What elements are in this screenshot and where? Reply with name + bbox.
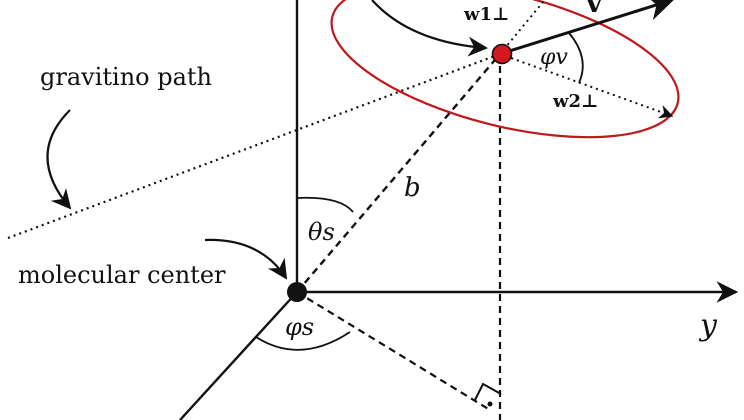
arrow-to-point bbox=[371, 0, 488, 57]
w2-perp-vector bbox=[499, 53, 674, 119]
right-angle-marker bbox=[474, 382, 502, 407]
phi-s-arc bbox=[255, 331, 351, 351]
w2-perp-label: w2⊥ bbox=[552, 91, 598, 112]
xy-projection-dashed bbox=[296, 291, 491, 411]
w1-perp-label: w1⊥ bbox=[463, 4, 509, 25]
gravitino-path-label: gravitino path bbox=[40, 63, 212, 91]
phi-v-label: φv bbox=[540, 45, 568, 70]
phi-v-arc bbox=[568, 32, 584, 84]
orbit-ellipse bbox=[330, 0, 680, 139]
gravitino-position-point bbox=[491, 43, 513, 65]
w1-perp-vector bbox=[499, 0, 546, 55]
molecular-center-point bbox=[287, 282, 307, 302]
molecular-center-label: molecular center bbox=[18, 261, 226, 289]
x-axis bbox=[179, 291, 298, 420]
theta-s-arc bbox=[296, 196, 354, 213]
arrow-molecular-center-label bbox=[204, 238, 288, 280]
theta-s-label: θs bbox=[308, 218, 335, 246]
y-axis-label: y bbox=[698, 308, 718, 343]
arrow-gravitino-label bbox=[46, 109, 72, 210]
b-label: b bbox=[404, 173, 421, 203]
v-vector bbox=[499, 0, 675, 56]
b-vector-dashed bbox=[296, 53, 501, 293]
v-label: v bbox=[585, 0, 603, 19]
phi-s-label: φs bbox=[285, 313, 314, 341]
